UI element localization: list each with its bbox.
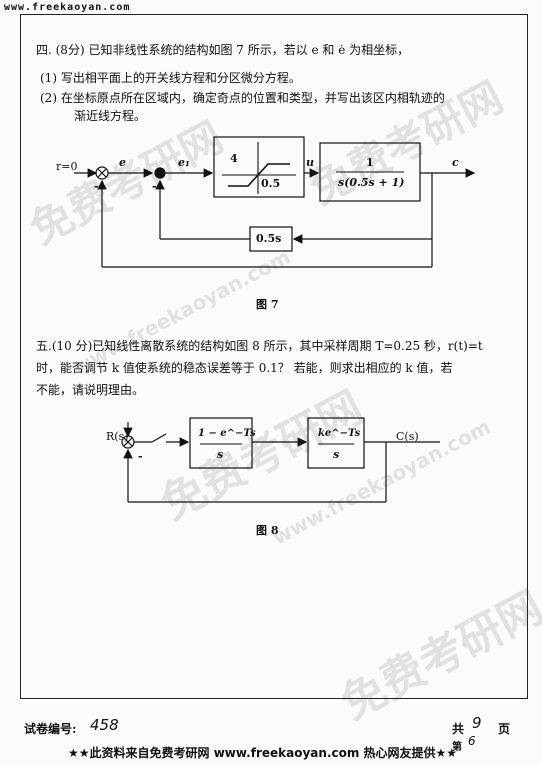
fig7-e-label: e <box>119 156 126 169</box>
q5-line1: 五.(10 分)已知线性离散系统的结构如图 8 所示，其中采样周期 T=0.25… <box>36 339 483 353</box>
site-header: www.freekaoyan.com <box>4 2 131 13</box>
fig7-c-label: c <box>452 156 459 169</box>
fig8-output-label: C(s) <box>396 430 419 443</box>
fig7-plant-den: s(0.5s + 1) <box>338 176 405 189</box>
fig7-u-label: u <box>306 156 314 169</box>
fig8-zoh-num: 1 − e^−Ts <box>198 428 256 439</box>
fig7-minus-inner: - <box>152 180 157 193</box>
page-frame <box>20 14 528 699</box>
q4-item2a: (2) 在坐标原点所在区域内，确定奇点的位置和类型，并写出该区内相轨迹的 <box>40 91 445 105</box>
total-pages-prefix: 共 <box>452 722 465 736</box>
fig7-e1-label: e₁ <box>178 156 190 169</box>
fig7-sat-threshold: 0.5 <box>261 177 281 190</box>
fig8-minus: - <box>138 450 143 463</box>
fig8-zoh-den: s <box>217 448 224 461</box>
fig8-plant-num: ke^−Ts <box>318 428 361 439</box>
page-number-label: 第 <box>452 742 462 753</box>
fig7-caption: 图 7 <box>256 298 279 311</box>
q5-line3: 不能，请说明理由。 <box>36 383 145 397</box>
fig7-input-label: r=0 <box>56 160 78 173</box>
q4-line1: 四. (8分) 已知非线性系统的结构如图 7 所示，若以 e 和 ė 为相坐标， <box>36 43 410 57</box>
fig7-feedback-block: 0.5s <box>256 232 282 245</box>
total-pages: 9 <box>472 714 482 732</box>
page-number: 6 <box>468 734 476 748</box>
q4-item2b: 渐近线方程。 <box>74 109 147 123</box>
footer-banner: ★★此资料来自免费考研网 www.freekaoyan.com 热心网友提供★★ <box>68 746 458 760</box>
fig8-caption: 图 8 <box>256 524 279 537</box>
q5-line2: 时，能否调节 k 值使系统的稳态误差等于 0.1？ 若能，则求出相应的 k 值，… <box>36 361 453 375</box>
fig8-input-label: R(s) <box>106 430 129 443</box>
pages-suffix: 页 <box>498 722 511 736</box>
fig8-plant-den: s <box>333 448 340 461</box>
fig7-sat-gain: 4 <box>230 152 238 165</box>
paper-number: 458 <box>90 716 119 734</box>
fig7-minus-outer: - <box>94 180 99 193</box>
q4-item1: (1) 写出相平面上的开关线方程和分区微分方程。 <box>40 71 301 85</box>
paper-number-label: 试卷编号: <box>24 722 77 736</box>
fig7-plant-num: 1 <box>366 156 374 169</box>
